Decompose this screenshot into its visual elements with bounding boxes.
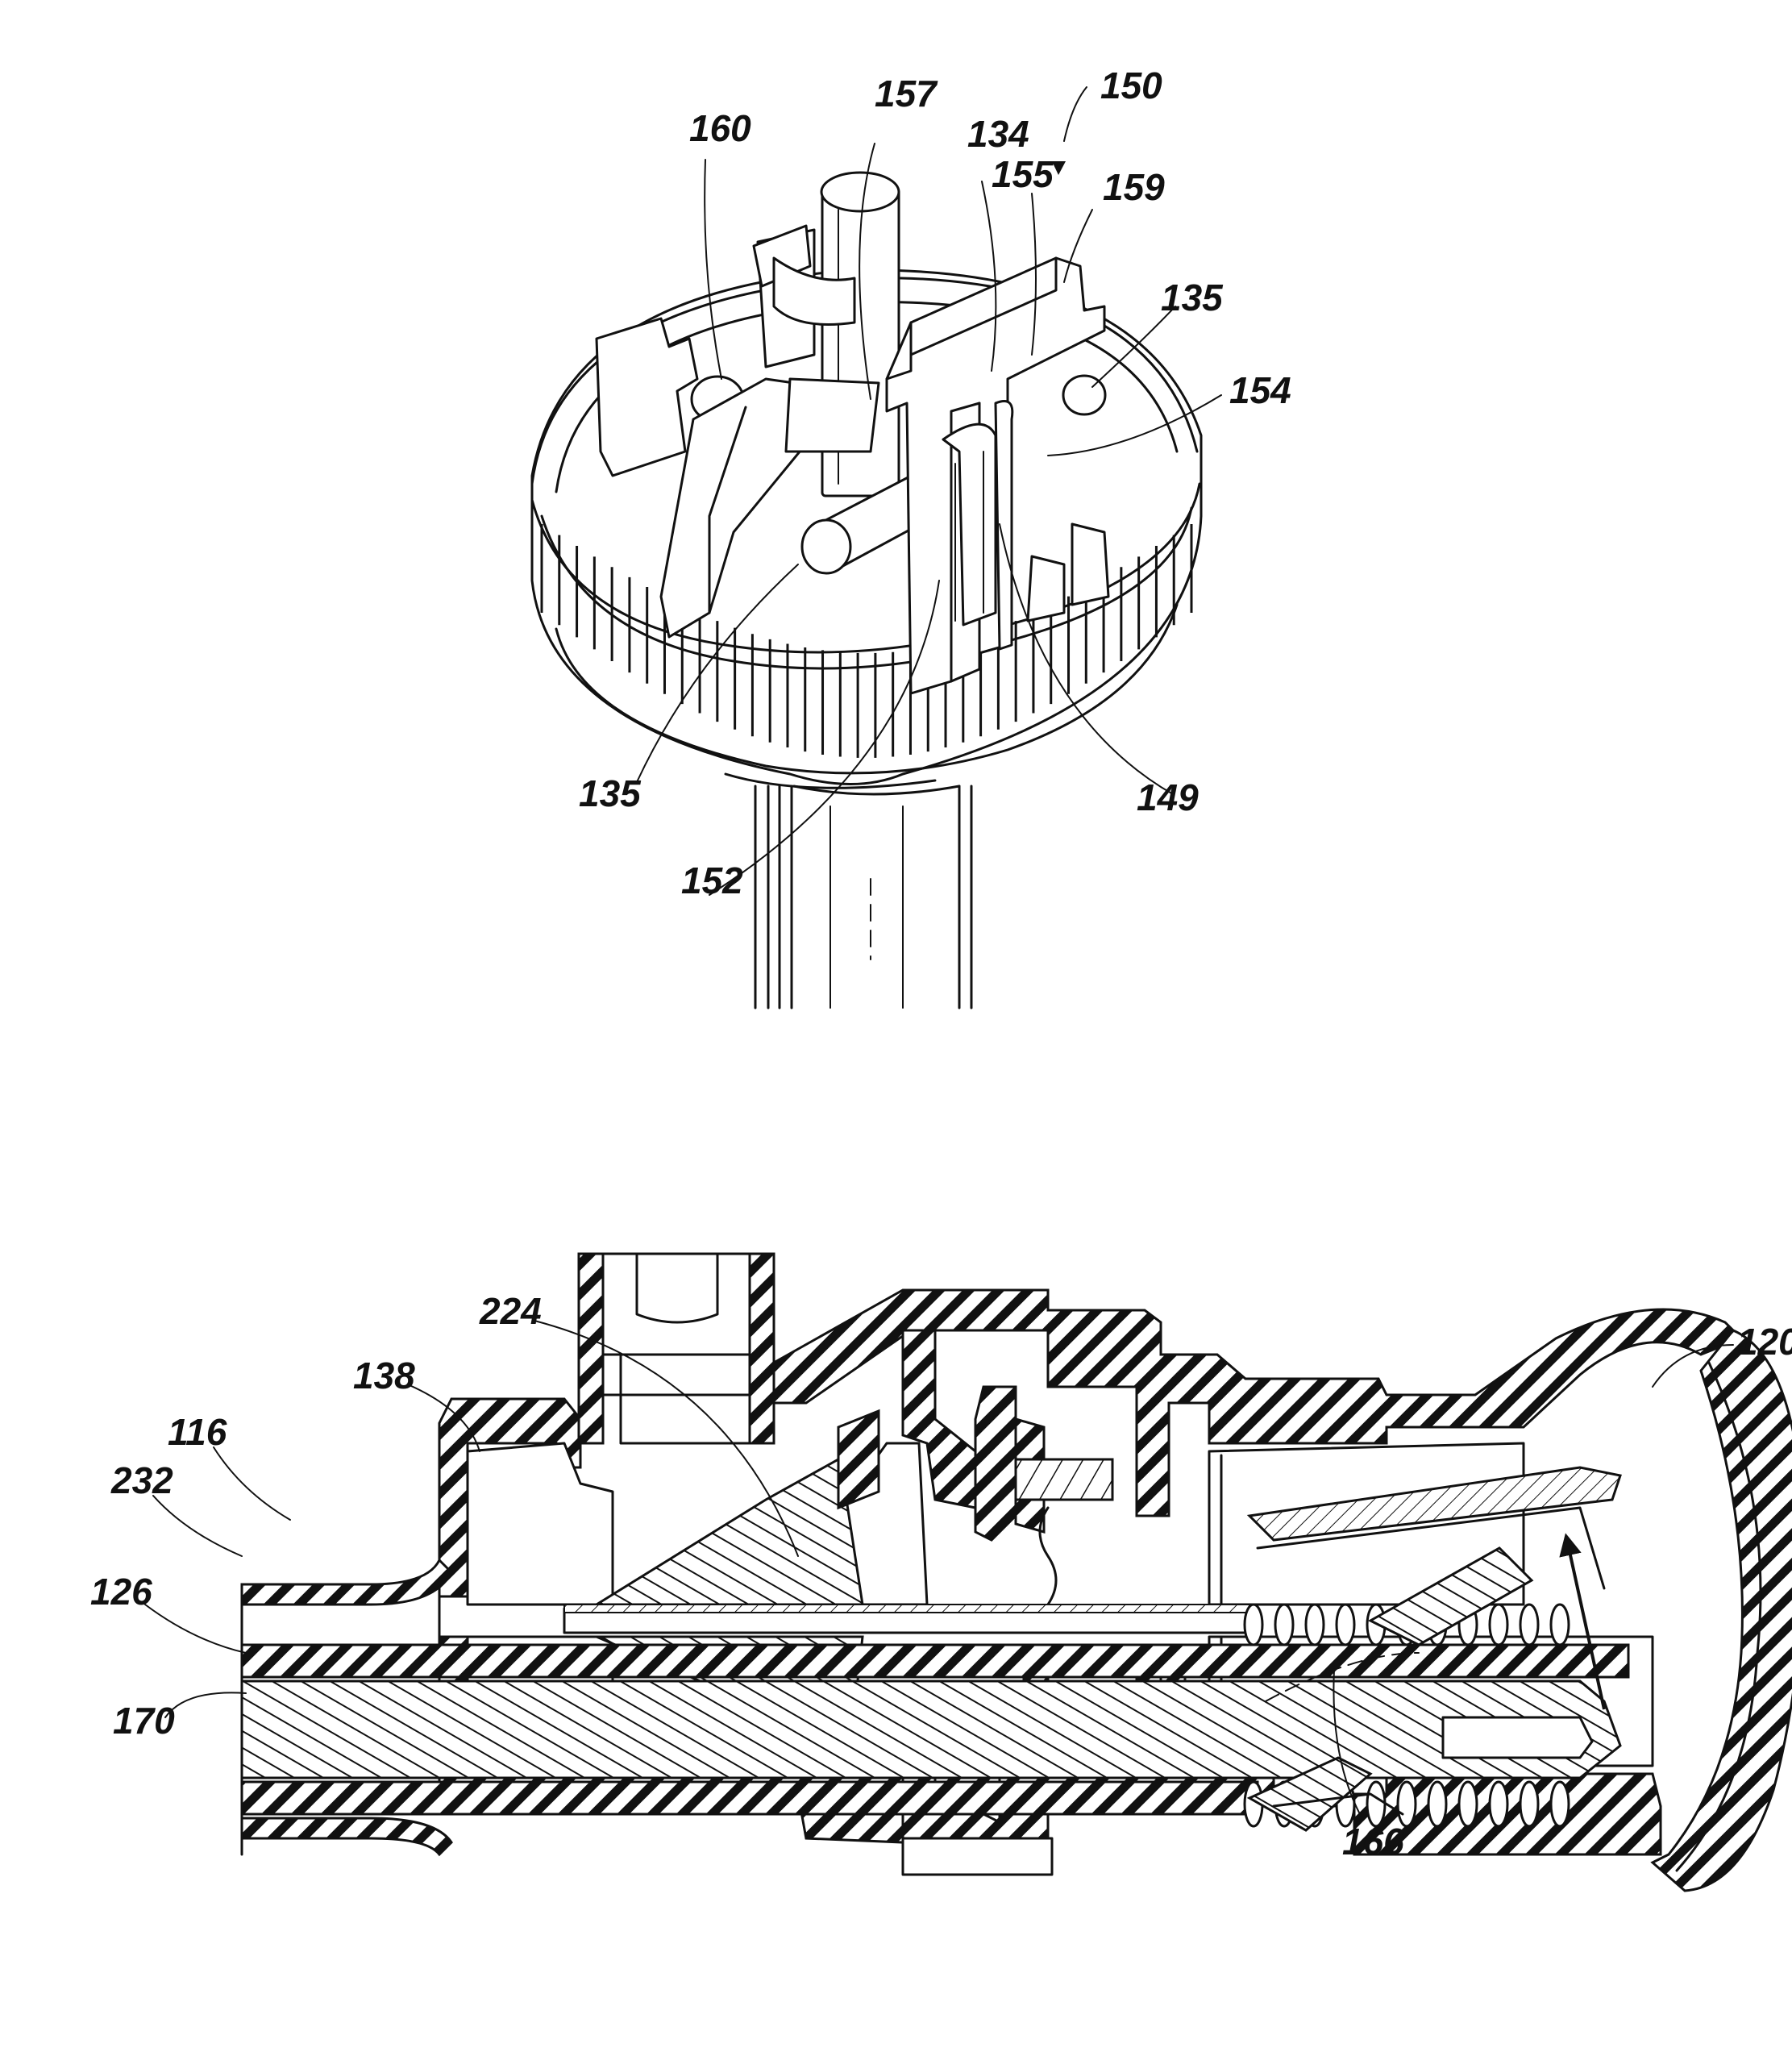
ref-134: 134 (967, 113, 1029, 155)
ref-152: 152 (681, 860, 743, 901)
ref-150-arrow-icon (1052, 161, 1066, 175)
ref-159: 159 (1103, 166, 1165, 208)
spring-coil (1490, 1782, 1507, 1826)
ref-120: 120 (1737, 1321, 1792, 1363)
ref-170: 170 (113, 1700, 175, 1742)
spring-coil (1367, 1782, 1385, 1826)
spring-coil (1490, 1605, 1507, 1645)
ref-149: 149 (1137, 776, 1199, 818)
spring-coil (1459, 1782, 1477, 1826)
ref-135-lower: 135 (579, 772, 642, 814)
spring-coil (1551, 1782, 1569, 1826)
spring-coil (1520, 1782, 1538, 1826)
bottom-figure: 224 138 116 232 126 170 120 166 (90, 1254, 1792, 1891)
shaft (755, 786, 971, 1008)
spring-coil (1275, 1605, 1293, 1645)
ref-135-upper: 135 (1161, 277, 1224, 318)
ref-150: 150 (1100, 65, 1162, 106)
ref-166: 166 (1342, 1821, 1404, 1863)
spring-coil (1398, 1782, 1416, 1826)
ref-155: 155 (992, 153, 1054, 195)
spring-coil (1337, 1605, 1354, 1645)
spring-coil (1245, 1605, 1262, 1645)
top-figure: 150 157 160 134 155 159 135 154 135 149 … (532, 65, 1291, 1008)
inner-sleeve (564, 1605, 1258, 1633)
ref-160: 160 (689, 107, 751, 149)
ref-154: 154 (1229, 369, 1291, 411)
ref-116: 116 (168, 1411, 227, 1453)
spring-coil (1520, 1605, 1538, 1645)
ref-126: 126 (90, 1571, 152, 1613)
ref-232: 232 (110, 1459, 173, 1501)
ref-157: 157 (875, 73, 938, 114)
ref-138: 138 (353, 1355, 415, 1396)
spring-coil (1428, 1782, 1446, 1826)
spring-coil (1551, 1605, 1569, 1645)
spring-coil (1306, 1605, 1324, 1645)
ref-224: 224 (479, 1290, 542, 1332)
